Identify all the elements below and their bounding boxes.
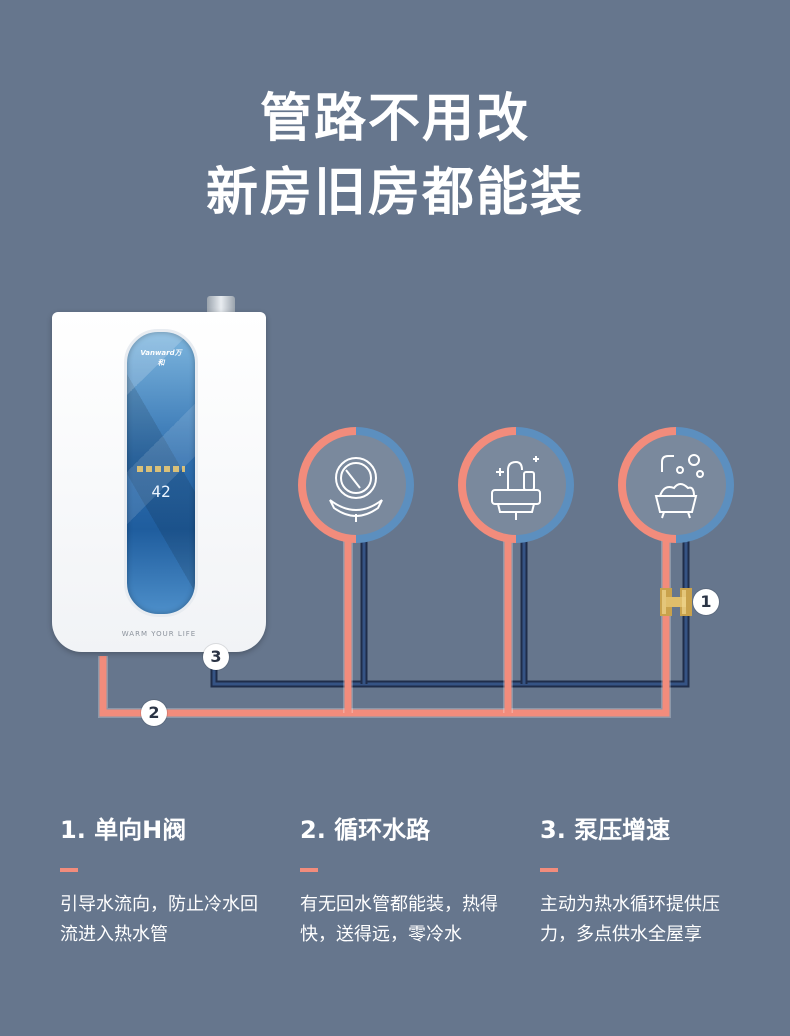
badge-3: 3 <box>203 644 229 670</box>
brand-logo: Vanward万和 <box>140 349 182 367</box>
bathtub-shower-icon <box>654 454 704 519</box>
feature-dash <box>60 868 78 872</box>
feature-2: 2. 循环水路 有无回水管都能装，热得快，送得远，零冷水 <box>300 812 540 950</box>
badge-1: 1 <box>693 589 719 615</box>
feature-desc: 有无回水管都能装，热得快，送得远，零冷水 <box>300 894 498 945</box>
feature-desc: 主动为热水循环提供压力，多点供水全屋享 <box>540 894 720 945</box>
water-heater: Vanward万和 42 WARM YOUR LIFE <box>52 312 266 652</box>
status-indicators <box>137 466 185 472</box>
feature-desc: 引导水流向，防止冷水回流进入热水管 <box>60 894 258 945</box>
fixture-bathtub <box>618 427 734 543</box>
control-panel: Vanward万和 42 <box>124 329 198 617</box>
feature-3: 3. 泵压增速 主动为热水循环提供压力，多点供水全屋享 <box>540 812 780 950</box>
feature-dash <box>540 868 558 872</box>
fixture-washbasin <box>298 427 414 543</box>
fixture-sink <box>458 427 574 543</box>
heater-slogan: WARM YOUR LIFE <box>121 630 197 638</box>
feature-title: 3. 泵压增速 <box>540 816 671 844</box>
headline-line1: 管路不用改 <box>259 89 530 149</box>
washbasin-icon <box>329 457 383 522</box>
feature-dash <box>300 868 318 872</box>
feature-title: 1. 单向H阀 <box>60 816 187 844</box>
feature-title: 2. 循环水路 <box>300 816 431 844</box>
return-pipes <box>210 538 690 688</box>
flue-pipe <box>207 296 235 314</box>
temperature-display: 42 <box>151 482 171 501</box>
h-valve <box>660 588 692 616</box>
headline-line2: 新房旧房都能装 <box>205 163 584 223</box>
sink-icon <box>491 456 541 520</box>
hot-pipes <box>98 538 671 718</box>
feature-1: 1. 单向H阀 引导水流向，防止冷水回流进入热水管 <box>60 812 300 950</box>
badge-2: 2 <box>141 700 167 726</box>
